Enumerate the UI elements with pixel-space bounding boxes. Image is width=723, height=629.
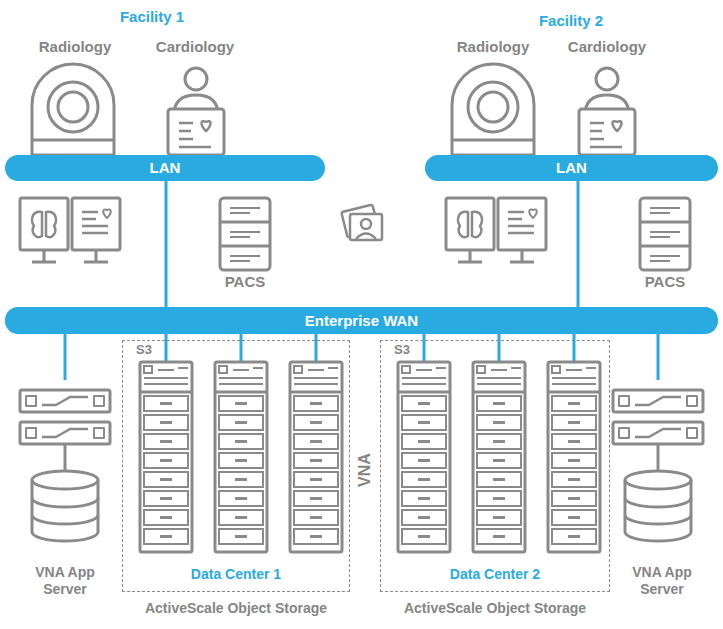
pacs-server: PACS bbox=[210, 195, 280, 295]
network-link bbox=[657, 334, 660, 380]
node-label: VNA App Server bbox=[20, 564, 110, 598]
band-label: LAN bbox=[556, 159, 587, 177]
storage-caption: ActiveScale Object Storage bbox=[145, 600, 327, 617]
vertical-label: VNA bbox=[355, 453, 374, 487]
network-link bbox=[64, 334, 67, 380]
node-label: PACS bbox=[645, 273, 686, 291]
node-label: Cardiology bbox=[156, 38, 234, 56]
node-label: Data Center 2 bbox=[450, 566, 540, 583]
node-label: Cardiology bbox=[568, 38, 646, 56]
data-center-box: Data Center 1ActiveScale Object Storage bbox=[122, 340, 350, 592]
cardiology-station: Cardiology bbox=[145, 38, 245, 156]
wan-band: Enterprise WAN bbox=[5, 307, 718, 334]
pacs-server: PACS bbox=[630, 195, 700, 295]
lan-band: LAN bbox=[425, 155, 718, 181]
radiology-station: Radiology bbox=[25, 38, 125, 156]
vna-app-server: VNA App Server bbox=[10, 380, 120, 602]
protocol-label: S3 bbox=[136, 342, 152, 358]
data-center-box: Data Center 2ActiveScale Object Storage bbox=[380, 340, 610, 592]
node-label: Radiology bbox=[457, 38, 530, 56]
lan-band: LAN bbox=[5, 155, 325, 181]
cardiology-station: Cardiology bbox=[557, 38, 657, 156]
node-label: Radiology bbox=[39, 38, 112, 56]
storage-caption: ActiveScale Object Storage bbox=[404, 600, 586, 617]
protocol-label: S3 bbox=[394, 342, 410, 358]
node-label: Data Center 1 bbox=[191, 566, 281, 583]
network-link bbox=[165, 181, 168, 307]
vna-app-server: VNA App Server bbox=[612, 380, 712, 602]
facility-title: Facility 2 bbox=[539, 12, 603, 30]
facility-title: Facility 1 bbox=[120, 8, 184, 26]
band-label: LAN bbox=[150, 159, 181, 177]
node-label: VNA App Server bbox=[617, 564, 707, 598]
radiology-station: Radiology bbox=[443, 38, 543, 156]
network-link bbox=[577, 181, 580, 307]
node-label: PACS bbox=[225, 273, 266, 291]
band-label: Enterprise WAN bbox=[305, 312, 418, 330]
